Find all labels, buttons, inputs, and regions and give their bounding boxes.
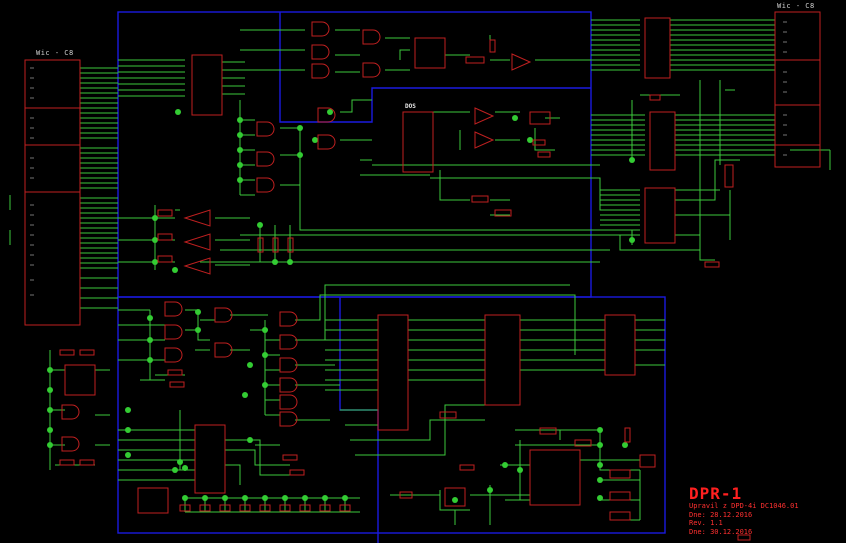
title-line-revision: Rev. 1.1 <box>689 519 723 527</box>
title-line-revision-date: Dne: 30.12.2016 <box>689 527 753 536</box>
connector-left-label: Wic - C8 <box>36 49 74 57</box>
ic-u4 <box>644 17 671 79</box>
ic-u2 <box>414 37 446 69</box>
junctions <box>47 109 635 503</box>
ic-u12 <box>604 314 636 376</box>
ic-u17 <box>639 454 656 468</box>
ic-u16 <box>444 487 466 507</box>
schematic-title: DPR-1 <box>689 484 743 503</box>
ic-u10 <box>377 314 409 431</box>
dip-switch <box>137 487 169 514</box>
ic-u5 <box>649 111 676 171</box>
ic-u15 <box>529 449 581 506</box>
title-block: DPR-1 Upravil z DPD-4i DC1046.01 Dne: 28… <box>689 486 839 536</box>
gate-nand-1 <box>311 21 330 37</box>
components <box>24 11 821 541</box>
title-line-modified: Upravil z DPD-4i DC1046.01 <box>689 502 799 510</box>
frame-upper-inner <box>279 12 591 123</box>
connector-right-label: Wic - C8 <box>777 2 815 10</box>
ic-u3 <box>402 111 434 173</box>
frame-lower <box>117 296 666 534</box>
ic-u13 <box>194 424 226 494</box>
ic-u7 <box>529 111 551 125</box>
ic-u6 <box>644 187 676 244</box>
ic-u14 <box>64 364 96 396</box>
connector-right <box>774 11 821 168</box>
pin-stubs <box>30 21 787 296</box>
ic-u11 <box>484 314 521 406</box>
title-line-date: Dne: 28.12.2016 <box>689 510 753 519</box>
ic-u1 <box>191 54 223 116</box>
ic-label-dos: DOS <box>405 103 416 110</box>
